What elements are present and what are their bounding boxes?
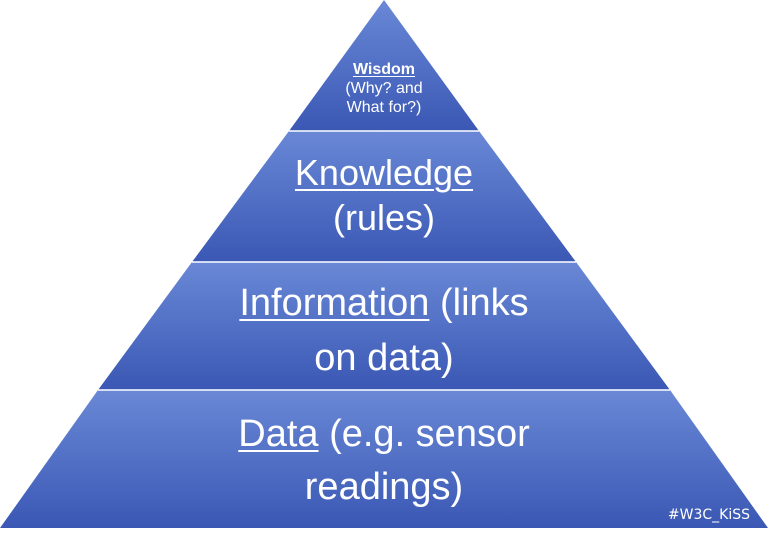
wisdom-title: Wisdom [352,61,416,78]
pyramid-tier-knowledge [192,131,576,262]
hashtag-label: #W3C_KiSS [667,507,750,523]
data-label: Data (e.g. sensor readings) [0,408,768,514]
wisdom-desc-line2: What for?) [346,99,422,117]
data-title: Data [238,413,319,455]
information-title: Information [239,282,430,324]
pyramid-tier-wisdom [289,0,479,131]
pyramid-tier-information [98,262,670,390]
wisdom-desc-line1: (Why? and [345,80,423,98]
information-desc-line1: (links [429,282,529,324]
knowledge-desc: (rules) [332,197,435,238]
information-label: Information (links on data) [0,276,768,386]
information-desc-line2: on data) [314,337,454,380]
wisdom-label: Wisdom (Why? and What for?) [0,60,768,118]
data-desc-line2: readings) [304,466,464,509]
knowledge-label: Knowledge (rules) [0,150,768,240]
pyramid-tier-data [0,390,768,528]
data-desc-line1: (e.g. sensor [318,413,530,455]
knowledge-title: Knowledge [294,152,474,193]
